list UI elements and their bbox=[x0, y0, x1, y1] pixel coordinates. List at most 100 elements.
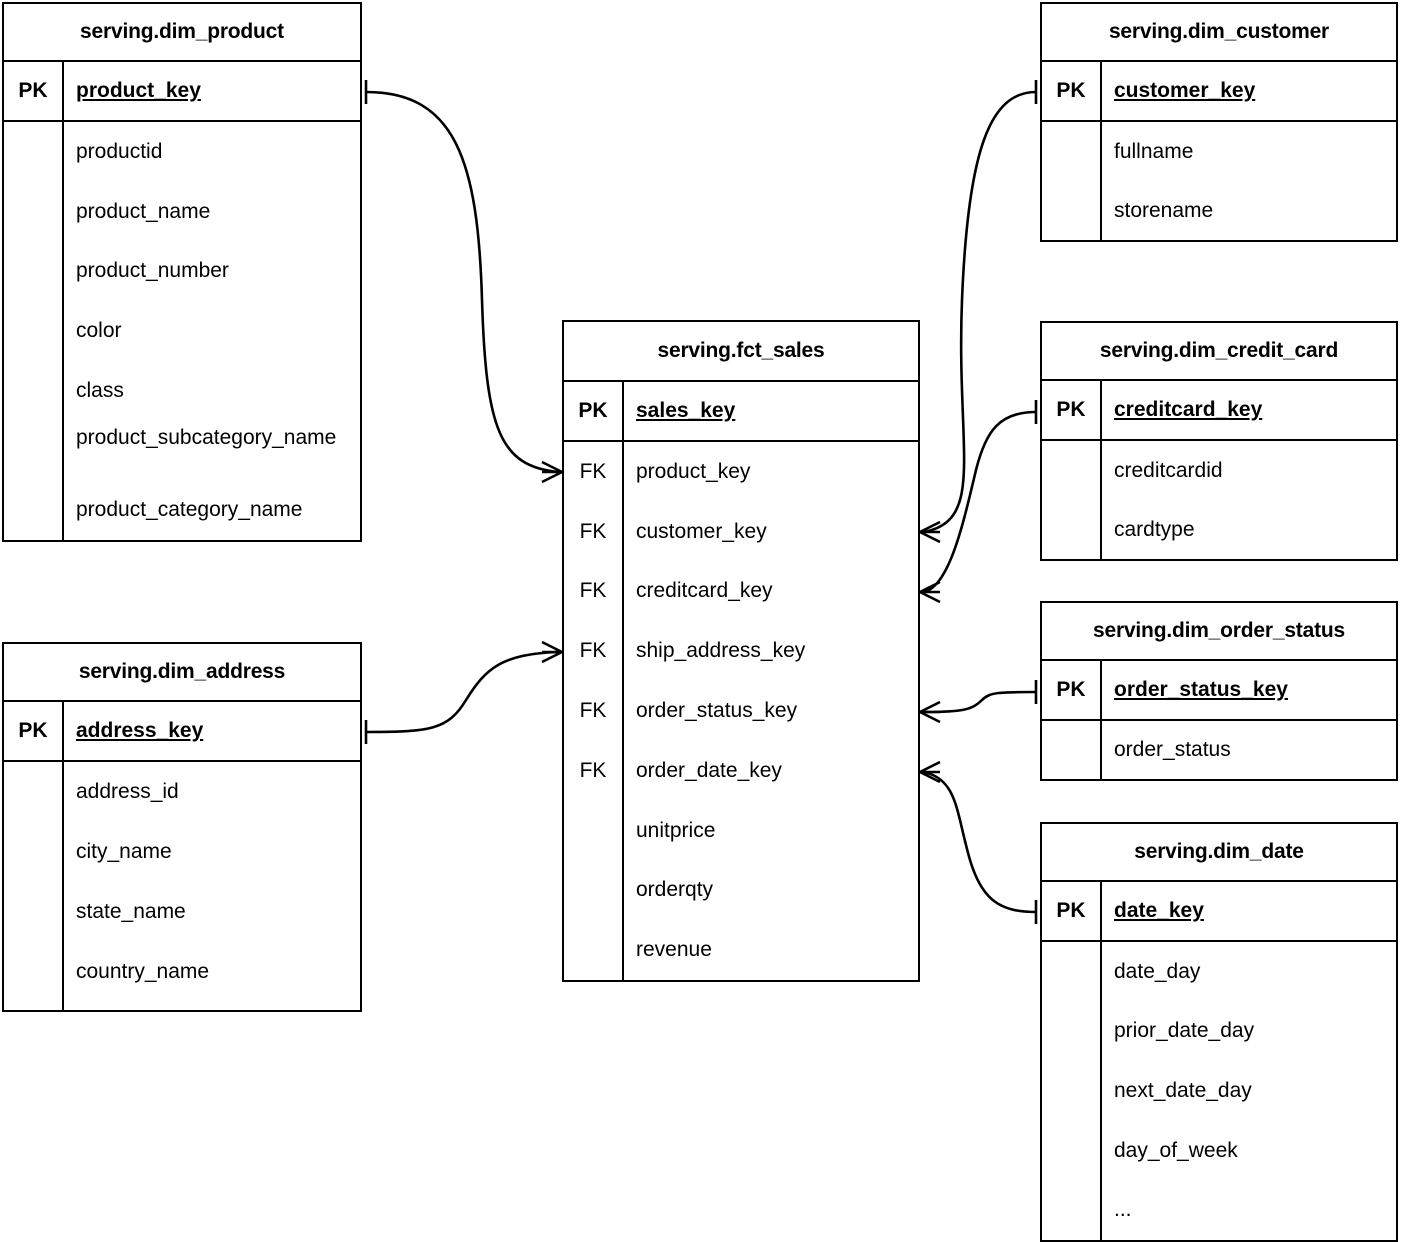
relationship-creditcard-sales bbox=[919, 400, 1038, 604]
pk-marker: PK bbox=[564, 382, 624, 440]
attribute-marker bbox=[4, 122, 62, 182]
relationship-orderstatus-sales bbox=[919, 680, 1038, 724]
attribute-marker bbox=[4, 301, 62, 361]
attribute-marker bbox=[1042, 1061, 1100, 1121]
entity-title-dim-customer: serving.dim_customer bbox=[1042, 4, 1396, 62]
attributes-fct-sales: FK FK FK FK FK FK product_key customer_k… bbox=[564, 442, 918, 980]
attribute-marker bbox=[4, 882, 62, 942]
pk-row-dim-product[interactable]: PK product_key bbox=[4, 62, 360, 122]
attribute-name-column: creditcardid cardtype bbox=[1102, 441, 1396, 559]
pk-name: product_key bbox=[76, 79, 201, 102]
entity-title-dim-credit-card: serving.dim_credit_card bbox=[1042, 323, 1396, 381]
entity-title-dim-order-status: serving.dim_order_status bbox=[1042, 603, 1396, 661]
attribute-marker bbox=[1042, 1002, 1100, 1062]
entity-fct-sales[interactable]: serving.fct_sales PK sales_key FK FK FK … bbox=[562, 320, 920, 982]
pk-name: sales_key bbox=[636, 399, 736, 422]
pk-name: address_key bbox=[76, 719, 204, 742]
attribute-row: creditcard_key bbox=[636, 579, 773, 603]
attribute-row: city_name bbox=[76, 840, 172, 863]
attribute-marker-column bbox=[4, 762, 64, 1010]
entity-dim-credit-card[interactable]: serving.dim_credit_card PK creditcard_ke… bbox=[1040, 321, 1398, 561]
attribute-marker bbox=[4, 241, 62, 301]
entity-dim-date[interactable]: serving.dim_date PK date_key date_day pr… bbox=[1040, 822, 1398, 1242]
attribute-row: class bbox=[76, 378, 124, 402]
attribute-row: color bbox=[76, 319, 122, 343]
entity-title-dim-product: serving.dim_product bbox=[4, 4, 360, 62]
pk-row-dim-credit-card[interactable]: PK creditcard_key bbox=[1042, 381, 1396, 441]
attribute-row: ... bbox=[1114, 1198, 1132, 1222]
pk-row-dim-customer[interactable]: PK customer_key bbox=[1042, 62, 1396, 122]
pk-row-fct-sales[interactable]: PK sales_key bbox=[564, 382, 918, 442]
attribute-marker bbox=[564, 860, 622, 920]
attribute-row: order_status_key bbox=[636, 699, 798, 723]
attribute-row: date_day bbox=[1114, 959, 1201, 983]
attribute-marker-column bbox=[1042, 942, 1102, 1240]
attribute-marker bbox=[4, 182, 62, 242]
attribute-row: product_key bbox=[636, 459, 751, 483]
entity-dim-customer[interactable]: serving.dim_customer PK customer_key ful… bbox=[1040, 2, 1398, 242]
pk-name: creditcard_key bbox=[1114, 398, 1263, 421]
attribute-marker-column bbox=[4, 122, 64, 540]
entity-dim-product[interactable]: serving.dim_product PK product_key produ… bbox=[2, 2, 362, 542]
attribute-row: product_name bbox=[76, 199, 211, 223]
attribute-marker bbox=[1042, 1121, 1100, 1181]
relationship-date-sales bbox=[919, 760, 1038, 924]
entity-dim-address[interactable]: serving.dim_address PK address_key addre… bbox=[2, 642, 362, 1012]
fk-marker: FK bbox=[579, 579, 607, 603]
attribute-marker bbox=[564, 801, 622, 861]
entity-title-dim-date: serving.dim_date bbox=[1042, 824, 1396, 882]
attribute-marker bbox=[4, 762, 62, 822]
attribute-row: cardtype bbox=[1114, 517, 1195, 541]
attribute-marker-column bbox=[1042, 441, 1102, 559]
pk-row-dim-date[interactable]: PK date_key bbox=[1042, 882, 1396, 942]
fk-marker: FK bbox=[579, 758, 607, 782]
attribute-name-column: product_key customer_key creditcard_key … bbox=[624, 442, 918, 980]
attributes-dim-credit-card: creditcardid cardtype bbox=[1042, 441, 1396, 559]
attribute-row: product_category_name bbox=[76, 498, 303, 522]
attribute-name-column: productid product_name product_number co… bbox=[64, 122, 360, 540]
attribute-marker bbox=[1042, 122, 1100, 181]
pk-marker: PK bbox=[4, 62, 64, 120]
fk-marker: FK bbox=[579, 519, 607, 543]
attribute-row: unitprice bbox=[636, 818, 716, 842]
relationship-product-sales bbox=[364, 80, 563, 484]
entity-title-fct-sales: serving.fct_sales bbox=[564, 322, 918, 382]
pk-marker: PK bbox=[1042, 661, 1102, 719]
attributes-dim-customer: fullname storename bbox=[1042, 122, 1396, 240]
relationship-customer-sales bbox=[919, 80, 1038, 544]
attribute-marker bbox=[1042, 1180, 1100, 1240]
attribute-marker-column: FK FK FK FK FK FK bbox=[564, 442, 624, 980]
pk-marker: PK bbox=[1042, 882, 1102, 940]
fk-marker: FK bbox=[579, 699, 607, 723]
attribute-row: orderqty bbox=[636, 878, 714, 902]
attribute-row: revenue bbox=[636, 938, 712, 962]
attribute-name-column: date_day prior_date_day next_date_day da… bbox=[1102, 942, 1396, 1240]
attributes-dim-date: date_day prior_date_day next_date_day da… bbox=[1042, 942, 1396, 1240]
attribute-marker bbox=[4, 480, 62, 540]
attribute-marker bbox=[1042, 500, 1100, 559]
attribute-row: fullname bbox=[1114, 139, 1194, 163]
attribute-name-column: address_id city_name state_name country_… bbox=[64, 762, 360, 1010]
pk-row-dim-address[interactable]: PK address_key bbox=[4, 702, 360, 762]
attribute-row: storename bbox=[1114, 198, 1214, 222]
attribute-row: day_of_week bbox=[1114, 1138, 1238, 1162]
attribute-row: product_number bbox=[76, 259, 229, 283]
attribute-row: prior_date_day bbox=[1114, 1019, 1255, 1043]
attribute-marker bbox=[1042, 942, 1100, 1002]
attribute-row: customer_key bbox=[636, 519, 767, 543]
pk-name: date_key bbox=[1114, 899, 1204, 922]
attribute-name-column: fullname storename bbox=[1102, 122, 1396, 240]
attribute-row: order_date_key bbox=[636, 758, 782, 782]
attribute-marker bbox=[564, 920, 622, 980]
attribute-row: productid bbox=[76, 139, 163, 163]
attribute-marker bbox=[4, 822, 62, 882]
attribute-marker bbox=[4, 421, 62, 481]
attribute-row: product_subcategory_name bbox=[76, 425, 337, 449]
fk-marker: FK bbox=[579, 459, 607, 483]
attribute-row: creditcardid bbox=[1114, 458, 1223, 482]
attribute-marker bbox=[1042, 441, 1100, 500]
attributes-dim-order-status: order_status bbox=[1042, 721, 1396, 779]
pk-row-dim-order-status[interactable]: PK order_status_key bbox=[1042, 661, 1396, 721]
fk-marker: FK bbox=[579, 639, 607, 663]
entity-dim-order-status[interactable]: serving.dim_order_status PK order_status… bbox=[1040, 601, 1398, 781]
